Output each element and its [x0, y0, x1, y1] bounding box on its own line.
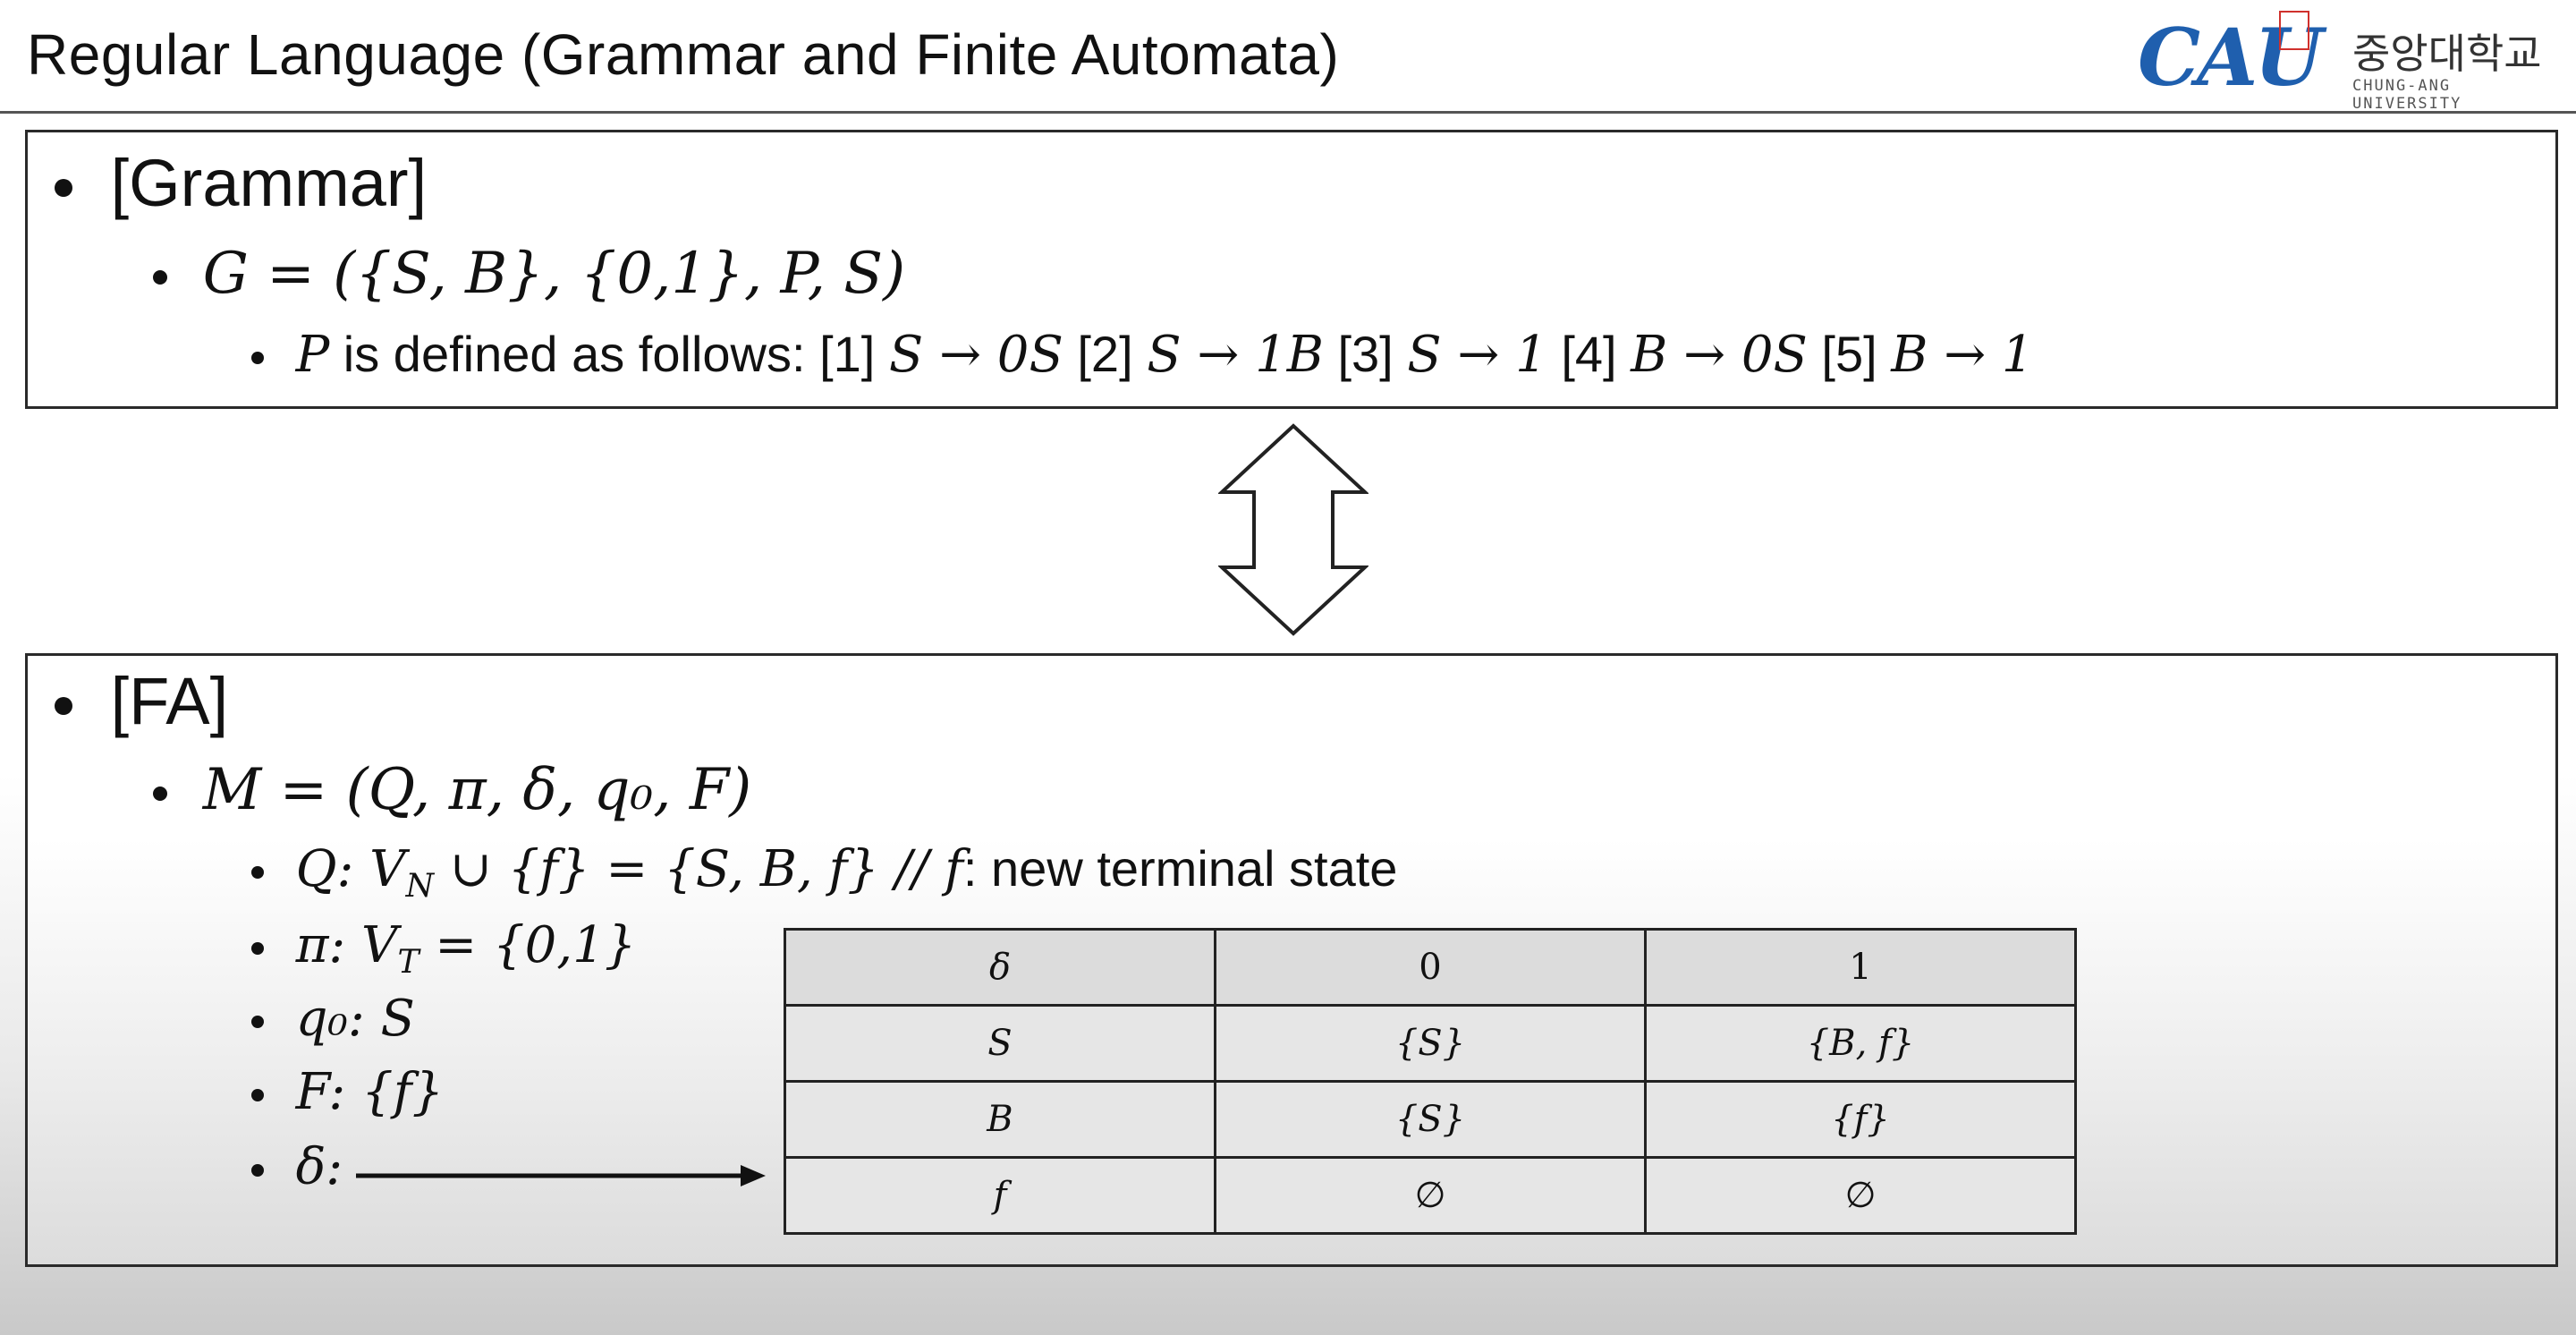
grammar-definition: G = ({S, B}, {0,1}, P, S): [202, 241, 906, 307]
fa-definition: M = (Q, π, δ, q₀, F): [202, 757, 752, 823]
table-cell: {S}: [1214, 1080, 1647, 1159]
fa-item-f: F: {f}: [251, 1062, 444, 1121]
bullet-icon: [153, 787, 167, 802]
table-header-cell: 0: [1214, 928, 1647, 1007]
production-3: [3] S → 1: [1337, 326, 1547, 384]
grammar-panel: [Grammar] G = ({S, B}, {0,1}, P, S) P is…: [25, 130, 2558, 409]
bullet-icon: [251, 942, 264, 956]
grammar-definition-line: G = ({S, B}, {0,1}, P, S): [153, 240, 905, 307]
bullet-icon: [55, 697, 72, 716]
production-5: [5] B → 1: [1821, 326, 2034, 384]
university-logo: CAU 중앙대학교 CHUNG-ANG UNIVERSITY: [2138, 7, 2549, 113]
production-1: [1] S → 0S: [819, 326, 1063, 384]
fa-item-q0: q₀: S: [251, 989, 415, 1048]
bullet-icon: [251, 1089, 264, 1102]
grammar-heading: [Grammar]: [110, 146, 428, 220]
fa-heading: [FA]: [110, 664, 229, 738]
logo-red-square: [2279, 11, 2309, 50]
bullet-icon: [251, 1016, 264, 1029]
logo-english-name: CHUNG-ANG UNIVERSITY: [2352, 77, 2462, 113]
bullet-icon: [251, 352, 264, 365]
table-row: B {S} {f}: [784, 1080, 2077, 1159]
fa-heading-line: [FA]: [55, 663, 228, 739]
logo-mark: CAU: [2138, 11, 2323, 104]
fa-definition-line: M = (Q, π, δ, q₀, F): [153, 756, 751, 823]
table-cell: ∅: [1214, 1156, 1647, 1235]
bullet-icon: [251, 1164, 264, 1178]
equivalence-double-arrow-icon: [1218, 423, 1368, 636]
logo-korean-name: 중앙대학교: [2352, 30, 2542, 78]
table-header-cell: 1: [1644, 928, 2077, 1007]
fa-item-pi: π: VT = {0,1}: [251, 915, 636, 981]
production-2: [2] S → 1B: [1077, 326, 1324, 384]
table-cell: B: [784, 1080, 1216, 1159]
table-cell: {f}: [1644, 1080, 2077, 1159]
production-4: [4] B → 0S: [1561, 326, 1808, 384]
table-row: f ∅ ∅: [784, 1156, 2077, 1235]
table-header-cell: δ: [784, 928, 1216, 1007]
table-cell: ∅: [1644, 1156, 2077, 1235]
table-cell: {B, f}: [1644, 1004, 2077, 1083]
bullet-icon: [55, 179, 72, 198]
slide-title: Regular Language (Grammar and Finite Aut…: [27, 22, 1340, 87]
table-cell: f: [784, 1156, 1216, 1235]
productions-var-p: P: [295, 326, 330, 384]
slide-header: Regular Language (Grammar and Finite Aut…: [0, 0, 2576, 114]
fa-item-delta: δ:: [251, 1137, 343, 1196]
productions-line: P is defined as follows: [1] S → 0S [2] …: [251, 325, 2034, 384]
table-cell: S: [784, 1004, 1216, 1083]
fa-item-q: Q: VN ∪ {f} = {S, B, f} // f: new termin…: [251, 839, 1397, 905]
productions-intro: is defined as follows:: [329, 326, 820, 382]
grammar-heading-line: [Grammar]: [55, 145, 427, 221]
table-header-row: δ 0 1: [784, 928, 2077, 1007]
delta-pointer-arrow-icon: [356, 1165, 766, 1186]
table-row: S {S} {B, f}: [784, 1004, 2077, 1083]
table-cell: {S}: [1214, 1004, 1647, 1083]
bullet-icon: [153, 270, 167, 285]
transition-table: δ 0 1 S {S} {B, f} B {S} {f} f ∅ ∅: [784, 928, 2077, 1235]
bullet-icon: [251, 866, 264, 880]
